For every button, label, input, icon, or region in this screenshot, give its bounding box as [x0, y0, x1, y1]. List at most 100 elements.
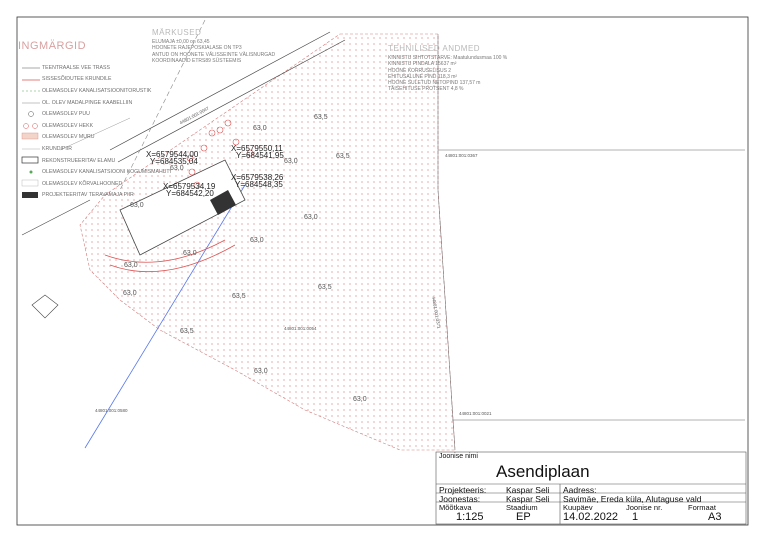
legend-item: OLEMASOLEV KÕRVALHOONED [18, 178, 158, 190]
height-label: 63,0 [304, 214, 318, 221]
height-label: 63,0 [284, 158, 298, 165]
green-dash-icon [18, 87, 38, 95]
height-label: 63,0 [250, 237, 264, 244]
height-label: 63,5 [180, 328, 194, 335]
title-block: Joonise nimi Asendiplaan Projekteeris: K… [436, 452, 746, 524]
legend-item: PROJEKTEERITAV TERAVAMAJA PIIR [18, 190, 158, 202]
dash-line-icon [18, 64, 38, 72]
legend-item-label: OLEMASOLEV KANALISATSIOONITORUSTIK [42, 87, 152, 94]
height-label: 63,0 [123, 290, 137, 297]
format-label: Formaat [688, 503, 716, 512]
light-box-icon [18, 180, 38, 188]
designer: Kaspar Seli [506, 485, 550, 495]
draftsman-label: Joonestas: [439, 494, 481, 504]
legend-item-label: OLEMASOLEV KANALISATSIOONI KOGUMISMAHUTI [42, 169, 172, 176]
house-footprint [119, 159, 246, 256]
dark-box-icon [18, 191, 38, 199]
coordinate-label: X=6579534,19 [163, 182, 216, 191]
legend-item-label: SISSESÕIDUTEE KRUNDILE [42, 76, 112, 83]
road-edge-line [21, 199, 91, 236]
notes-line: KOORDINAADID ETRS89 SÜSTEEMIS [152, 57, 242, 64]
sheet-no-label: Joonise nr. [626, 503, 663, 512]
date: 14.02.2022 [563, 511, 619, 523]
technical-line: EHITUSALUNE PIND 118,3 m² [388, 73, 458, 80]
legend-symbols [21, 67, 40, 198]
driveway [109, 244, 236, 273]
legend-item-label: OLEMASOLEV KÕRVALHOONED [42, 180, 123, 187]
coordinate-label: X=6579544,00 [146, 150, 199, 159]
technical-title: TEHNILISED ANDMED [388, 44, 481, 53]
legend-item: SISSESÕIDUTEE KRUNDILE [18, 74, 158, 86]
cadastral-label: 44801:001:0580 [95, 408, 128, 413]
legend-item-label: OLEMASOLEV MURU [42, 134, 95, 141]
coordinate-label: X=6579538,26 [231, 173, 284, 182]
tree-group [186, 119, 254, 189]
legend-item-label: TEENTRAALSE VEE TRASS [42, 64, 110, 71]
water-line [84, 184, 246, 449]
height-label: 63,0 [183, 250, 197, 257]
scale: 1:125 [456, 511, 484, 523]
sheet-frame [16, 16, 749, 526]
stage-label: Staadium [506, 503, 538, 512]
drawing-name-label: Joonise nimi [439, 453, 478, 460]
technical-data: TEHNILISED ANDMED KINNISTU SIHTOTSTARVE:… [388, 44, 508, 93]
gray-line-icon [18, 99, 38, 107]
road-edge-line [109, 31, 331, 151]
legend-item: KRUNDIPIIR [18, 143, 158, 155]
tree-icon [18, 110, 38, 118]
legend-item: OLEMASOLEV KANALISATSIOONI KOGUMISMAHUTI [18, 166, 171, 178]
outbuilding [31, 294, 59, 319]
legend-item-label: OL. OLEV MADALPINGE KAABELLIIN [42, 99, 133, 106]
cadastral-label: 44801:001:0054 [284, 326, 317, 331]
green-dot-icon [18, 168, 38, 176]
coordinate-label: Y=684535,04 [150, 157, 198, 166]
height-label: 63,0 [353, 396, 367, 403]
legend: TEENTRAALSE VEE TRASS SISSESÕIDUTEE KRUND… [18, 62, 171, 202]
technical-line: TÄISEHITUSE PROTSENT 4,8 % [388, 86, 464, 93]
height-label: 63,5 [232, 293, 246, 300]
sauna-building [210, 190, 236, 215]
technical-line: HOONE SULETUD NETOPIND 137,57 m [388, 80, 481, 87]
plot-area [79, 33, 456, 451]
sheet-no: 1 [632, 511, 639, 523]
stage: EP [516, 511, 531, 523]
height-label: 63,0 [170, 165, 184, 172]
coordinate-label: Y=684548,35 [235, 180, 283, 189]
driveway [104, 239, 226, 263]
hedge-icon [18, 122, 38, 130]
technical-line: KINNISTU PINDALA 15637 m² [388, 61, 457, 68]
legend-item-label: REKONSTRUEERITAV ELAMU [42, 157, 116, 164]
legend-item: TEENTRAALSE VEE TRASS [18, 62, 158, 74]
legend-item: REKONSTRUEERITAV ELAMU [18, 155, 158, 167]
title-block-frame [435, 451, 747, 525]
height-label: 63,0 [124, 262, 138, 269]
technical-line: KINNISTU SIHTOTSTARVE: Maatulundusmaa 10… [388, 55, 508, 62]
address: Savimäe, Ereda küla, Alutaguse vald [563, 494, 702, 504]
notes-title: MÄRKUSED [152, 28, 202, 37]
notes-markused: MÄRKUSED ELUMAJA ±0,00 on 63,45 HOONETE … [152, 28, 275, 64]
legend-item-label: OLEMASOLEV PUU [42, 111, 90, 118]
notes-line: HOONETE RAJEPOSKIALASE ON TP3 [152, 45, 242, 52]
outline-box-icon [18, 157, 38, 165]
thin-line-icon [18, 145, 38, 153]
height-label: 63,0 [254, 368, 268, 375]
height-label: 63,0 [253, 125, 267, 132]
height-label: 63,0 [130, 202, 144, 209]
legend-item: OLEMASOLEV HEKK [18, 120, 158, 132]
legend-item-label: PROJEKTEERITAV TERAVAMAJA PIIR [42, 192, 134, 199]
legend-item-label: KRUNDIPIIR [42, 145, 72, 152]
address-label: Aadress: [563, 485, 597, 495]
draftsman: Kaspar Seli [506, 494, 550, 504]
legend-item: OLEMASOLEV KANALISATSIOONITORUSTIK [18, 85, 158, 97]
height-label: 63,5 [314, 114, 328, 121]
height-label: 63,5 [336, 153, 350, 160]
parcel-boundary [437, 189, 456, 451]
legend-title: INGMÄRGID [18, 40, 87, 52]
scale-label: Mõõtkava [439, 503, 472, 512]
legend-item: OLEMASOLEV MURU [18, 132, 158, 144]
legend-item: OLEMASOLEV PUU [18, 108, 158, 120]
coordinate-label: Y=684542,20 [166, 189, 214, 198]
designer-label: Projekteeris: [439, 485, 487, 495]
